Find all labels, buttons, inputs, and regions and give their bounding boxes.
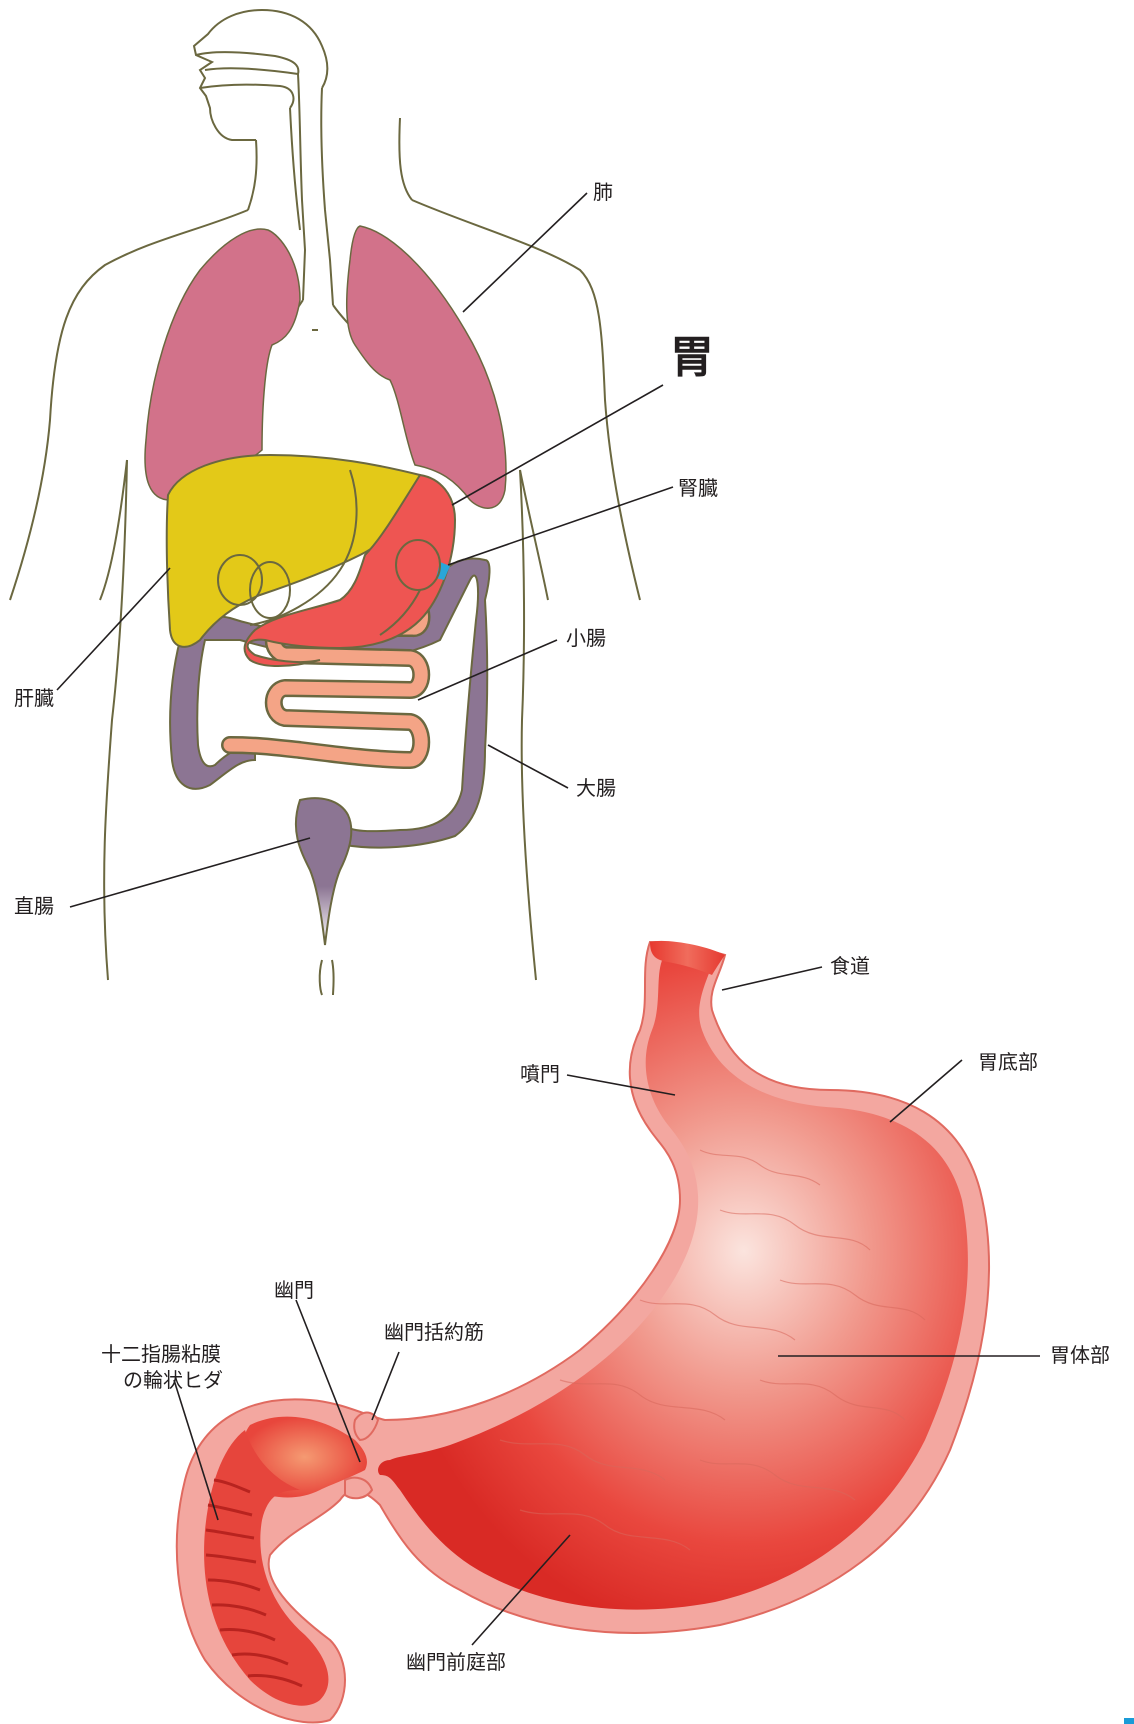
- corner-accent-mark: [1124, 1718, 1134, 1724]
- label-stomach: 胃: [670, 330, 714, 385]
- label-duodenum-folds-line2: の輪状ヒダ: [123, 1368, 223, 1393]
- stomach-illustration: [177, 941, 989, 1723]
- label-antrum: 幽門前庭部: [406, 1650, 506, 1675]
- label-duodenum-folds-line1: 十二指腸粘膜: [101, 1342, 221, 1367]
- label-pyloric-sphincter: 幽門括約筋: [384, 1320, 484, 1345]
- label-small-intestine: 小腸: [566, 626, 606, 651]
- label-esophagus: 食道: [830, 954, 870, 979]
- label-stomach-body: 胃体部: [1050, 1343, 1110, 1368]
- label-liver: 肝臓: [14, 686, 54, 711]
- label-large-intestine: 大腸: [576, 776, 616, 801]
- rectum-shape: [296, 798, 351, 945]
- label-kidney: 腎臓: [678, 476, 718, 501]
- label-rectum: 直腸: [14, 894, 54, 919]
- label-fundus: 胃底部: [978, 1050, 1038, 1075]
- label-lung: 肺: [593, 180, 613, 205]
- label-pylorus: 幽門: [274, 1278, 314, 1303]
- label-cardia: 噴門: [520, 1062, 560, 1087]
